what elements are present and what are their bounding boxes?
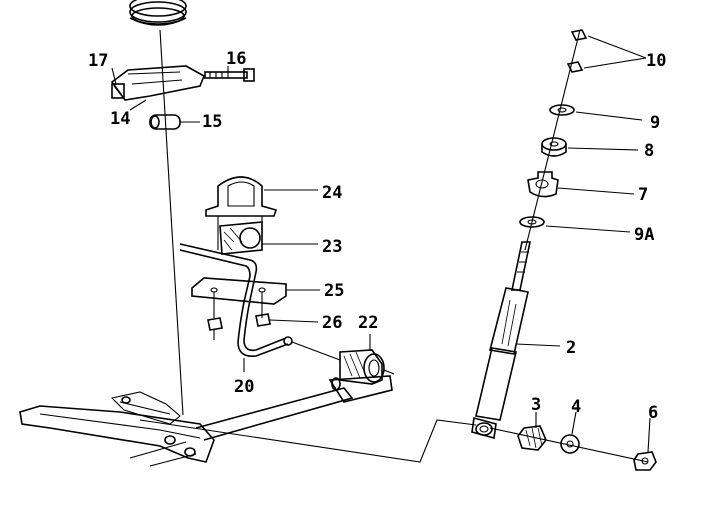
- label-7: 7: [638, 185, 648, 205]
- label-2: 2: [566, 338, 576, 358]
- label-23: 23: [322, 237, 342, 257]
- label-15: 15: [202, 112, 222, 132]
- stabilizer-bar: [179, 243, 341, 372]
- lower-mount-hardware: [517, 425, 657, 471]
- label-24: 24: [322, 183, 342, 203]
- label-3: 3: [531, 395, 541, 415]
- label-14: 14: [110, 109, 130, 129]
- control-arm: [19, 375, 393, 467]
- label-6: 6: [648, 403, 658, 423]
- plate-nuts: [207, 313, 271, 340]
- axis-lines: [139, 29, 649, 463]
- label-4: 4: [571, 397, 581, 417]
- upper-mount-stack: [519, 29, 588, 228]
- spring-bracket: [110, 65, 255, 101]
- stabilizer-clamp: [205, 176, 278, 255]
- label-17: 17: [88, 51, 108, 71]
- mounting-plate: [191, 277, 287, 318]
- shock-absorber: [471, 241, 531, 440]
- label-10: 10: [646, 51, 666, 71]
- label-20: 20: [234, 377, 254, 397]
- label-9: 9: [650, 113, 660, 133]
- coil-spring: [129, 0, 187, 26]
- label-22: 22: [358, 313, 378, 333]
- label-26: 26: [322, 313, 342, 333]
- label-16: 16: [226, 49, 246, 69]
- label-8: 8: [644, 141, 654, 161]
- label-9a: 9A: [634, 225, 654, 245]
- callout-leaders: [111, 35, 651, 453]
- label-25: 25: [324, 281, 344, 301]
